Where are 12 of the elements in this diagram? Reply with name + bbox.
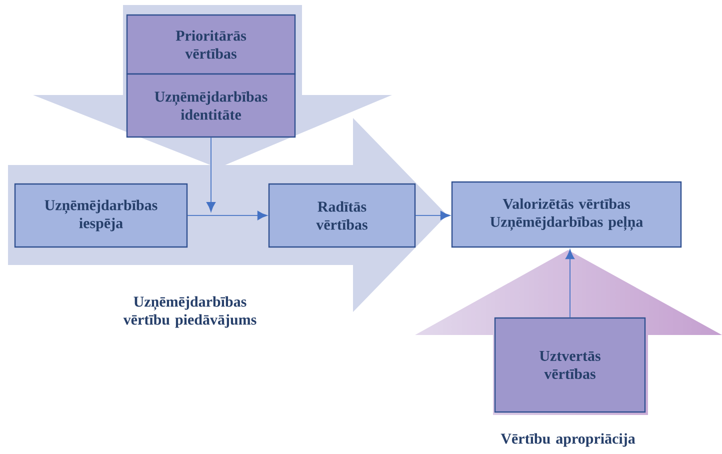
concept-box: Valorizētās vērtības Uzņēmējdarbības peļņa <box>451 181 682 248</box>
arrow <box>415 210 450 220</box>
arrow <box>206 137 216 212</box>
concept-box: Uzņēmējdarbības identitāte <box>126 73 296 138</box>
node-label: vērtību piedāvājums <box>123 314 256 328</box>
concept-box: Uzņēmējdarbības iespēja <box>14 183 188 248</box>
arrow <box>565 249 575 318</box>
concept-box: Uztvertās vērtības <box>494 317 646 413</box>
block-arrow: Vērtību apropriācija <box>500 433 636 447</box>
arrow <box>187 210 268 220</box>
concept-box: Radītās vērtības <box>268 183 416 248</box>
concept-box: Prioritārās vērtības <box>126 14 296 75</box>
